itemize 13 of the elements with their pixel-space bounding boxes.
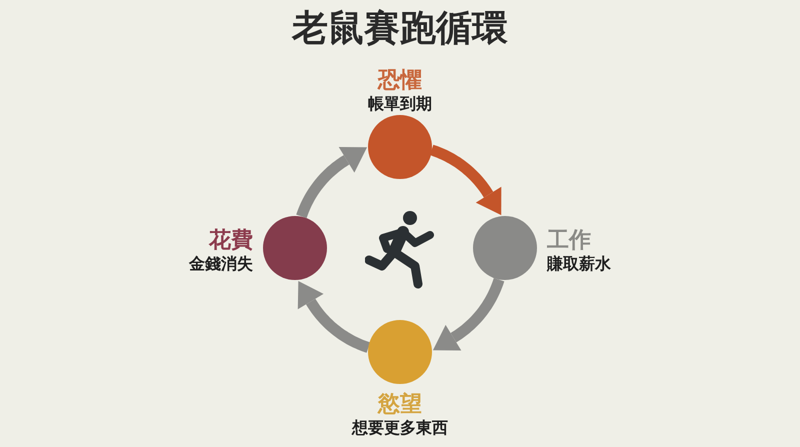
stage-description: 金錢消失	[189, 255, 253, 273]
cycle-arrow	[296, 147, 368, 220]
cycle-arrow	[429, 144, 502, 216]
stage-description: 賺取薪水	[547, 255, 611, 273]
diagram-title: 老鼠賽跑循環	[292, 8, 508, 50]
stage-description: 想要更多東西	[352, 419, 448, 437]
stage-title: 恐懼	[378, 69, 422, 93]
stage-title: 工作	[547, 229, 591, 253]
stage-title: 慾望	[378, 393, 422, 417]
cycle-arrow	[298, 280, 371, 353]
cycle-arrow	[432, 277, 504, 350]
stage-title: 花費	[209, 229, 253, 253]
stage-description: 帳單到期	[368, 95, 432, 113]
